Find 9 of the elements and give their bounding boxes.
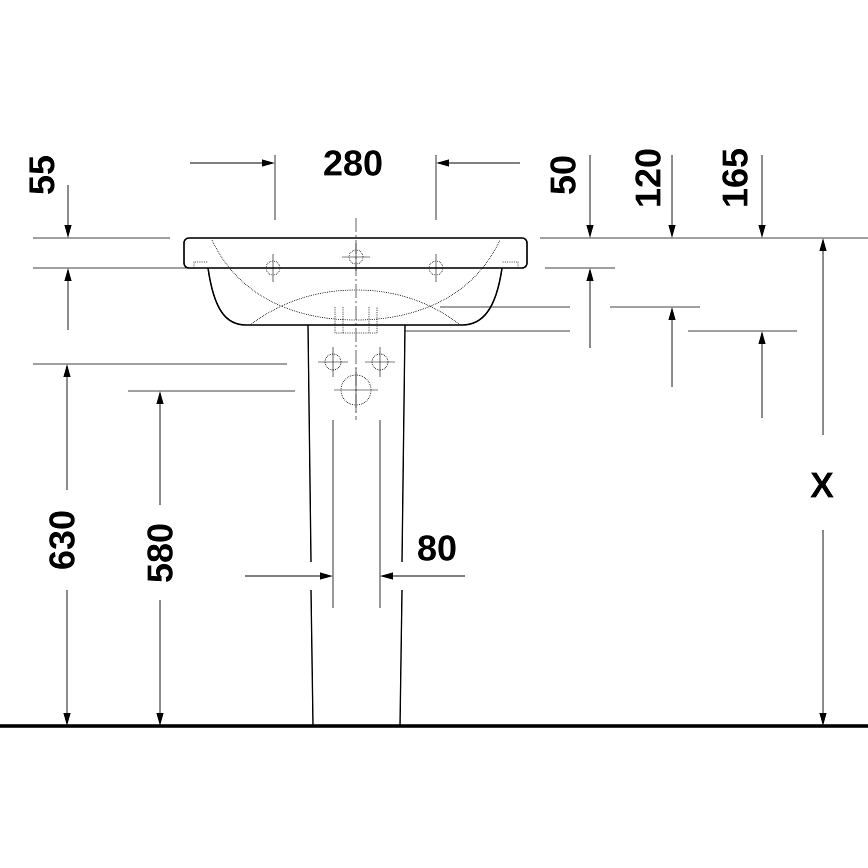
dimension-label: 50	[550, 156, 576, 194]
dimension-label: X	[810, 472, 834, 498]
dimension-label: 165	[722, 149, 748, 206]
dimension-label: 630	[49, 511, 75, 569]
dimension-label: 120	[635, 149, 661, 206]
dimension-label: 55	[29, 156, 55, 194]
dimension-label: 80	[418, 535, 456, 561]
dimension-label: 580	[147, 524, 173, 582]
dimension-label: 280	[324, 150, 382, 176]
